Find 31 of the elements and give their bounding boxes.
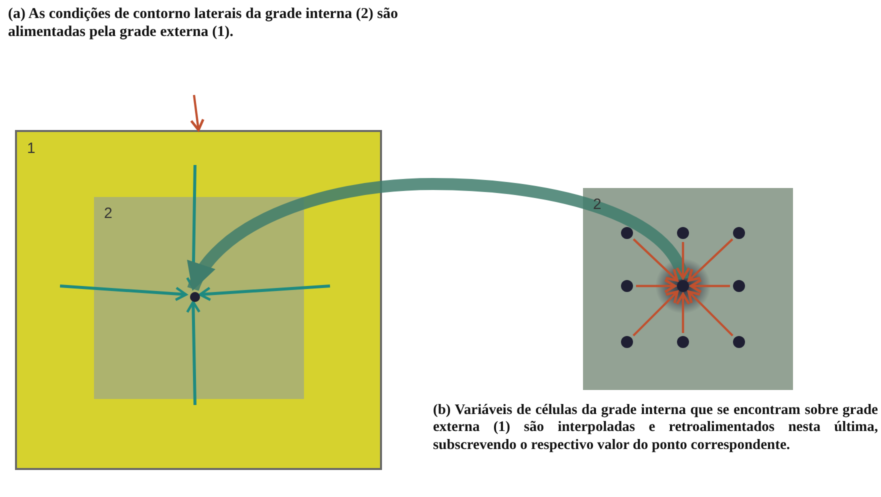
inner-grid — [94, 197, 304, 399]
grid-point — [621, 336, 633, 348]
arrow — [688, 238, 734, 282]
grid-panel — [15, 130, 382, 470]
grid-point — [621, 280, 633, 292]
arrow — [60, 284, 188, 302]
grid-point — [677, 227, 689, 239]
arrow — [632, 238, 678, 282]
arrow — [676, 242, 690, 280]
grid-point — [190, 292, 200, 302]
grid-number: 2 — [593, 196, 602, 213]
caption-text: (b) Variáveis de células da grade interna que se encontram sobre grade externa (1) são interpoladas e retroalimentados nesta última, subscrevendo o respectivo valor do ponto correspondente. — [433, 402, 878, 454]
arrow — [676, 292, 690, 333]
arrow — [632, 290, 679, 336]
arrow — [687, 290, 734, 336]
grid-number: 2 — [104, 205, 112, 222]
grid-point — [733, 336, 745, 348]
grid-point — [733, 280, 745, 292]
curved-arrow — [188, 178, 689, 292]
caption-text: (a) As condições de contorno laterais da grade interna (2) são alimentadas pela grade externa (1). — [8, 5, 399, 41]
grid-number: 1 — [27, 140, 36, 157]
arrow — [636, 278, 676, 294]
grid-panel — [583, 188, 793, 390]
arrow — [690, 278, 730, 294]
grid-point — [621, 227, 633, 239]
grid-point — [733, 227, 745, 239]
grid-point — [677, 280, 689, 292]
arrow — [198, 284, 330, 302]
arrow — [186, 300, 201, 406]
grid-point — [677, 336, 689, 348]
arrow — [190, 94, 204, 132]
